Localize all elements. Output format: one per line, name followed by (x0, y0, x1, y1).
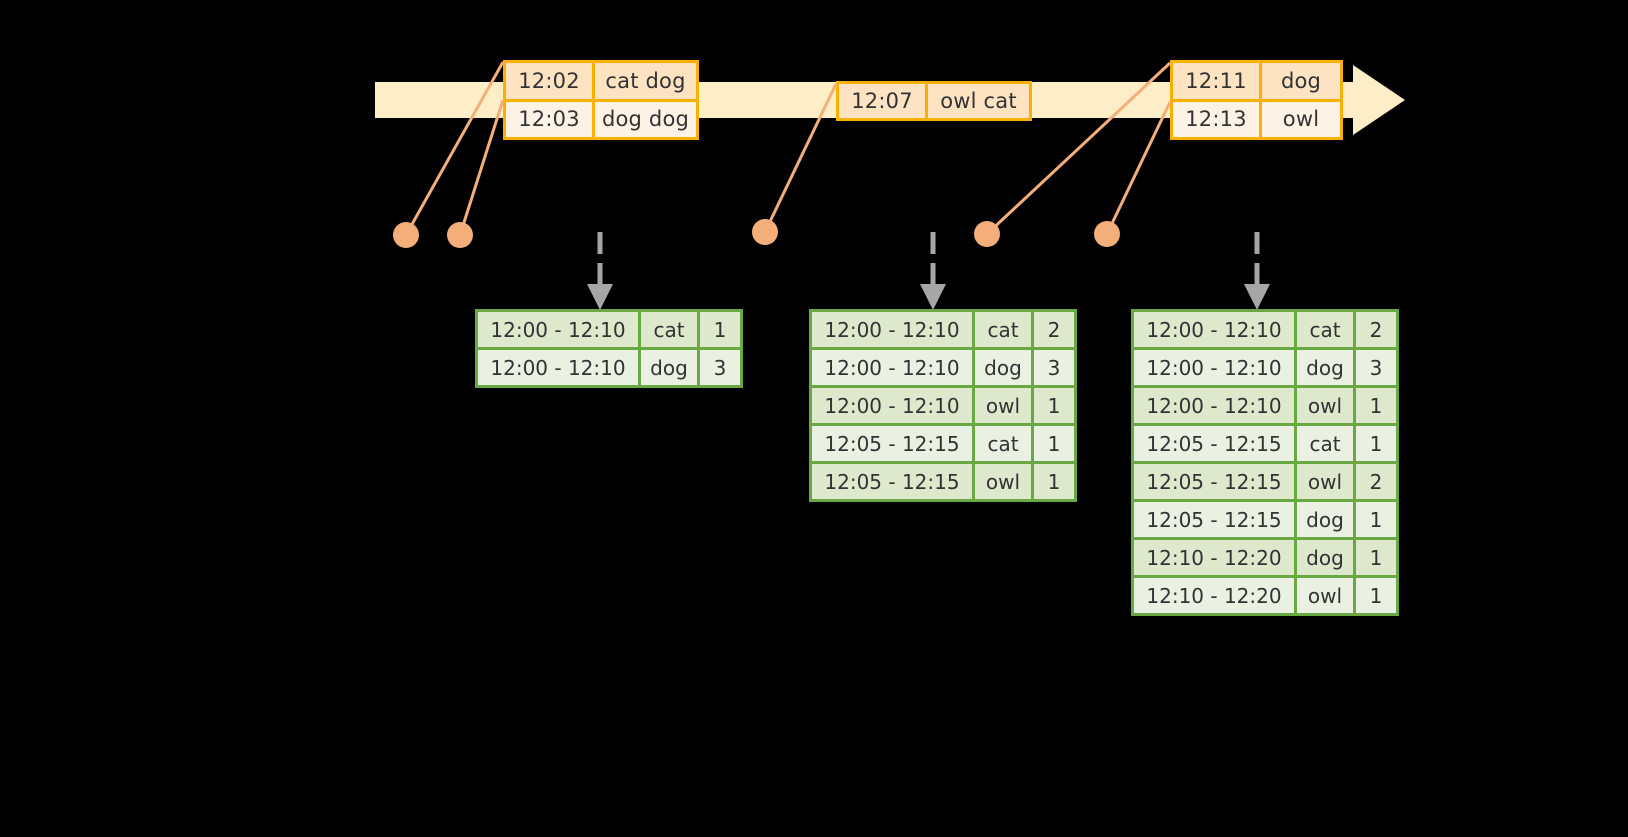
cell-word: cat (641, 312, 697, 347)
event-time: 12:07 (851, 89, 913, 113)
event-row: 12:03 dog dog (506, 98, 696, 137)
event-dot-4 (974, 221, 1000, 247)
cell-window: 12:10 - 12:20 (1134, 540, 1294, 575)
cell-window: 12:00 - 12:10 (1134, 312, 1294, 347)
cell-word: dog (975, 350, 1031, 385)
event-box-3: 12:11 dog 12:13 owl (1170, 60, 1343, 140)
cell-count: 1 (1034, 388, 1074, 423)
event-time: 12:11 (1185, 68, 1247, 93)
cell-window: 12:05 - 12:15 (1134, 464, 1294, 499)
event-box-2: 12:07 owl cat (836, 81, 1032, 121)
cell-window: 12:00 - 12:10 (1134, 388, 1294, 423)
cell-count: 1 (1356, 578, 1396, 613)
emit-arrow-2 (920, 232, 946, 310)
cell-count: 3 (1034, 350, 1074, 385)
event-words: dog (1259, 63, 1340, 99)
cell-word: cat (1297, 312, 1353, 347)
event-words: dog dog (592, 101, 696, 137)
cell-count: 1 (1034, 426, 1074, 461)
event-words: owl cat (925, 84, 1029, 118)
cell-word: dog (1297, 350, 1353, 385)
cell-window: 12:05 - 12:15 (812, 464, 972, 499)
cell-word: owl (1297, 388, 1353, 423)
cell-count: 3 (700, 350, 740, 385)
cell-window: 12:05 - 12:15 (1134, 502, 1294, 537)
event-time: 12:02 (518, 68, 580, 93)
cell-window: 12:10 - 12:20 (1134, 578, 1294, 613)
event-box-1: 12:02 cat dog 12:03 dog dog (503, 60, 699, 140)
cell-word: owl (1297, 578, 1353, 613)
cell-window: 12:00 - 12:10 (1134, 350, 1294, 385)
cell-count: 3 (1356, 350, 1396, 385)
cell-count: 2 (1356, 464, 1396, 499)
cell-window: 12:00 - 12:10 (812, 388, 972, 423)
cell-word: owl (975, 388, 1031, 423)
cell-word: dog (1297, 540, 1353, 575)
cell-window: 12:05 - 12:15 (1134, 426, 1294, 461)
cell-window: 12:00 - 12:10 (812, 312, 972, 347)
event-time: 12:13 (1185, 107, 1247, 132)
cell-window: 12:00 - 12:10 (478, 350, 638, 385)
cell-count: 1 (700, 312, 740, 347)
cell-count: 2 (1034, 312, 1074, 347)
cell-window: 12:00 - 12:10 (478, 312, 638, 347)
cell-word: dog (641, 350, 697, 385)
cell-count: 1 (1034, 464, 1074, 499)
cell-word: cat (1297, 426, 1353, 461)
emit-arrow-1 (587, 232, 613, 310)
event-dot-5 (1094, 221, 1120, 247)
event-dot-1 (393, 222, 419, 248)
event-row: 12:11 dog (1173, 63, 1340, 99)
event-row: 12:02 cat dog (506, 63, 696, 99)
cell-word: owl (975, 464, 1031, 499)
event-words: owl (1259, 101, 1340, 137)
cell-word: owl (1297, 464, 1353, 499)
cell-count: 1 (1356, 426, 1396, 461)
cell-word: cat (975, 312, 1031, 347)
cell-count: 1 (1356, 388, 1396, 423)
cell-word: cat (975, 426, 1031, 461)
cell-word: dog (1297, 502, 1353, 537)
cell-count: 1 (1356, 540, 1396, 575)
emit-arrow-3 (1244, 232, 1270, 310)
event-time: 12:03 (518, 107, 580, 132)
cell-count: 2 (1356, 312, 1396, 347)
cell-window: 12:00 - 12:10 (812, 350, 972, 385)
event-words: cat dog (592, 63, 696, 99)
cell-window: 12:05 - 12:15 (812, 426, 972, 461)
event-row: 12:07 owl cat (839, 84, 1029, 118)
cell-count: 1 (1356, 502, 1396, 537)
event-dot-3 (752, 219, 778, 245)
event-row: 12:13 owl (1173, 98, 1340, 137)
event-dot-2 (447, 222, 473, 248)
